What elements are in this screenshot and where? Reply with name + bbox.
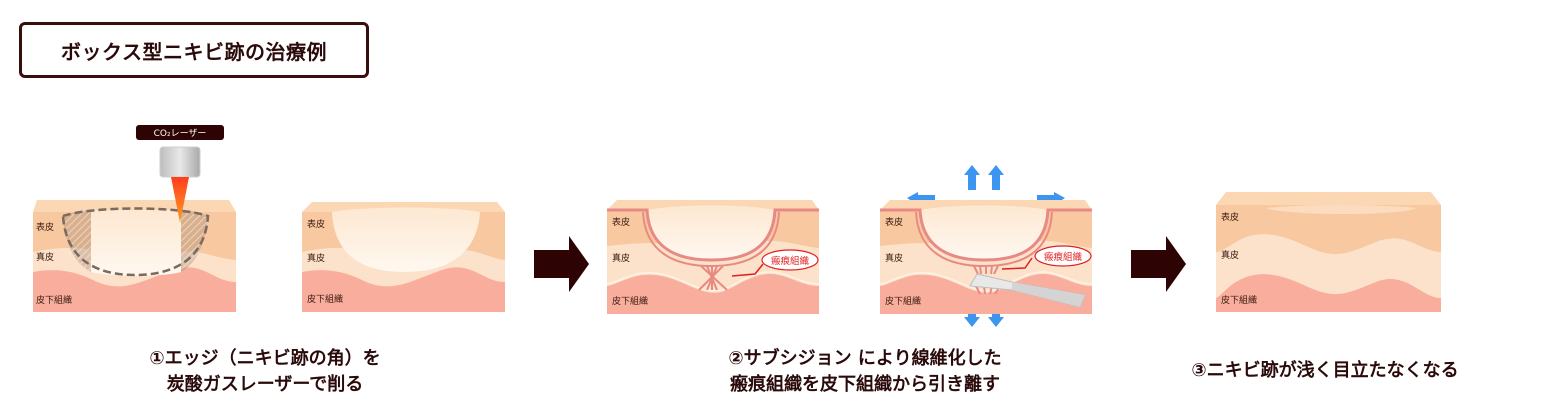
label-dermis: 真皮: [885, 252, 903, 264]
diagram-step1-laser: CO₂レーザー 表皮 真皮 皮下組織: [33, 120, 238, 315]
laser-beam-icon: [171, 177, 189, 223]
label-subcutaneous: 皮下組織: [612, 295, 648, 307]
label-dermis: 真皮: [612, 252, 630, 264]
label-epidermis: 表皮: [1221, 211, 1239, 223]
diagram-step1-result: 表皮 真皮 皮下組織: [302, 200, 507, 315]
label-dermis: 真皮: [36, 251, 54, 263]
label-subcutaneous: 皮下組織: [885, 295, 921, 307]
step2-caption-line1: ②サブシジョン により線維化した: [728, 348, 1002, 369]
step2-caption-line2: 瘢痕組織を皮下組織から引き離す: [730, 374, 1000, 395]
diagram-step2-scar: 瘢痕組織 表皮 真皮 皮下組織: [606, 198, 822, 318]
laser-head-icon: [159, 146, 201, 178]
step1-caption: ①エッジ（ニキビ跡の角）を 炭酸ガスレーザーで削る: [80, 346, 450, 398]
label-subcutaneous: 皮下組織: [36, 294, 72, 306]
step1-caption-line1: ①エッジ（ニキビ跡の角）を: [149, 348, 381, 369]
diagram-step3-result: 表皮 真皮 皮下組織: [1216, 190, 1444, 315]
diagram-step2-subcision: 瘢痕組織 表皮 真皮 皮下組織: [879, 162, 1095, 332]
scar-tissue-label: 瘢痕組織: [771, 255, 810, 267]
next-step-arrow-2: [1131, 236, 1186, 296]
step3-caption-line1: ③ニキビ跡が浅く目立たなくなる: [1191, 360, 1459, 381]
laser-label-bg: [136, 125, 224, 140]
laser-label: CO₂レーザー: [154, 128, 207, 139]
scar-tissue-label: 瘢痕組織: [1044, 251, 1083, 263]
title-box: ボックス型ニキビ跡の治療例: [19, 22, 369, 78]
label-epidermis: 表皮: [307, 218, 325, 230]
label-epidermis: 表皮: [612, 216, 630, 228]
page-title: ボックス型ニキビ跡の治療例: [61, 39, 327, 64]
label-subcutaneous: 皮下組織: [1221, 294, 1257, 306]
label-dermis: 真皮: [307, 252, 325, 264]
label-epidermis: 表皮: [36, 221, 54, 233]
step3-caption: ③ニキビ跡が浅く目立たなくなる: [1130, 358, 1520, 384]
label-subcutaneous: 皮下組織: [307, 293, 343, 305]
next-step-arrow-1: [534, 236, 589, 296]
step2-caption: ②サブシジョン により線維化した 瘢痕組織を皮下組織から引き離す: [660, 346, 1070, 398]
label-epidermis: 表皮: [885, 216, 903, 228]
step1-caption-line2: 炭酸ガスレーザーで削る: [166, 374, 364, 395]
label-dermis: 真皮: [1221, 249, 1239, 261]
